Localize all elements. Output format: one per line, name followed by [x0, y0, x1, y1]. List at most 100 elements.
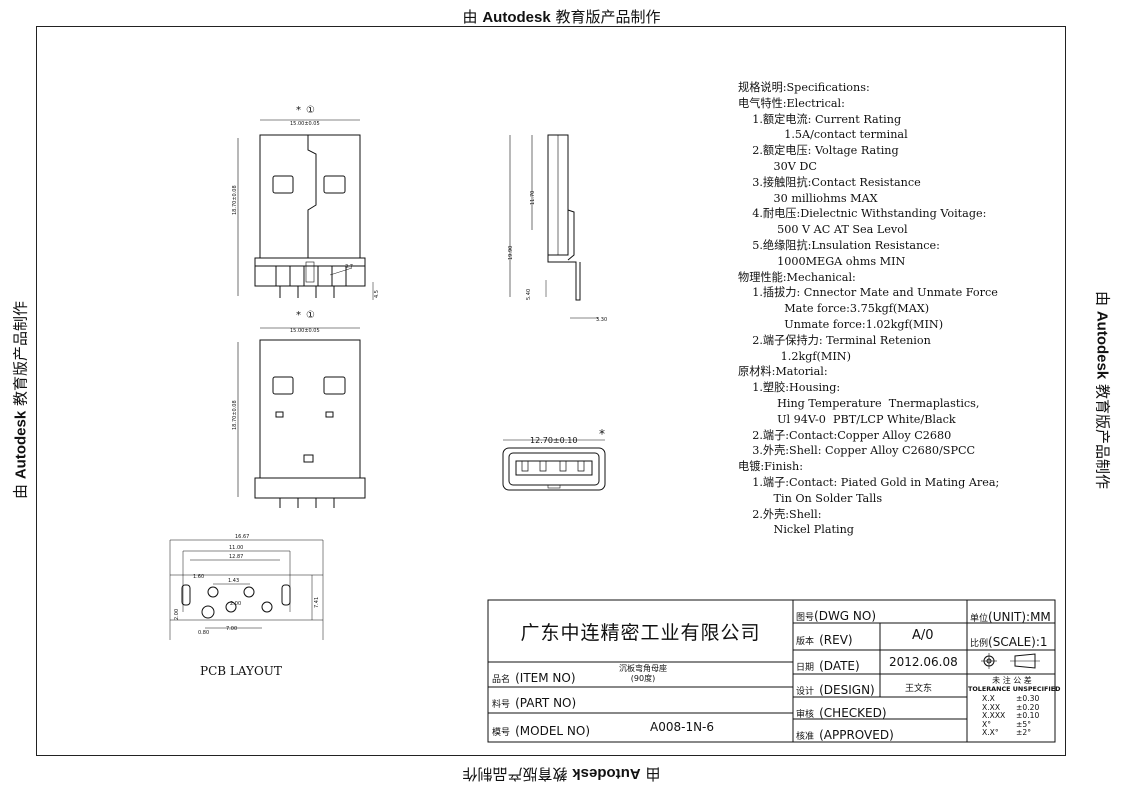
spec-line: Unmate force:1.02kgf(MIN)	[738, 317, 944, 331]
pcb-d1-dim: 11.00	[229, 545, 243, 551]
pcb-small3-dim: 0.80	[198, 630, 209, 636]
pin-dim: 4.5	[374, 290, 380, 298]
tolerance-value: ±0.10	[1016, 711, 1040, 721]
tolerance-format: X.XX	[982, 702, 1001, 712]
spec-line: 规格说明:Specifications:	[738, 81, 870, 94]
spec-line: 2.外壳:Shell:	[738, 507, 822, 521]
title-block-grid	[487, 599, 1056, 743]
tolerance-row: X.XXX±0.10	[982, 712, 1039, 721]
side-view: 19.90 11.70 5.40 3.30	[508, 134, 607, 323]
spec-line: 原材料:Matorial:	[738, 365, 828, 379]
pcb-height-dim: 7.41	[314, 597, 320, 608]
date-value: 2012.06.08	[889, 655, 958, 669]
pcb-small2-dim: 1.60	[193, 574, 204, 580]
side-height-dim: 11.70	[530, 191, 536, 205]
dwg-no-label: 图号(DWG NO)	[796, 609, 877, 623]
tolerance-row: X.X ±0.30	[982, 694, 1040, 704]
spec-line: 物理性能:Mechanical:	[738, 270, 856, 284]
unit-label: 单位(UNIT):MM	[970, 610, 1051, 624]
rev-label: 版本 (REV)	[796, 633, 853, 647]
item-no-value: 沉板弯角母座(90度)	[619, 664, 667, 683]
tolerance-subtitle: TOLERANCE UNSPECIFIED	[968, 685, 1061, 693]
circle-mark-top: ①	[306, 105, 315, 116]
front-height-dim: 18.70±0.08	[232, 400, 238, 430]
design-value: 王文东	[905, 684, 933, 694]
spec-line: 30 milliohms MAX	[738, 191, 878, 205]
drawing-frame	[36, 26, 1066, 756]
end-width-dim: 12.70±0.10	[530, 436, 577, 445]
front-view: * ① 15.00±0.05 18.70±0.08	[232, 310, 366, 508]
scale-label: 比例(SCALE):1	[970, 635, 1048, 649]
asterisk-mark-front: *	[296, 310, 301, 321]
model-no-label: 模号 (MODEL NO)	[492, 724, 591, 738]
spec-line: 1.2kgf(MIN)	[738, 349, 851, 363]
top-height-dim: 18.70±0.08	[232, 185, 238, 215]
asterisk-mark-top: *	[296, 105, 301, 116]
company-name: 广东中连精密工业有限公司	[520, 621, 761, 644]
tolerance-value: ±2°	[1016, 728, 1031, 738]
spec-line: Mate force:3.75kgf(MAX)	[738, 302, 930, 316]
model-no-value: A008-1N-6	[650, 720, 715, 734]
spec-line: 1.塑胶:Housing:	[738, 381, 841, 395]
tolerance-format: X°	[982, 719, 991, 729]
spec-line: 1.端子:Contact: Piated Gold in Mating Area…	[738, 475, 1000, 489]
spec-line: 5.绝缘阻抗:Lnsulation Resistance:	[738, 238, 940, 252]
pcb-d4-dim: 2.00	[230, 601, 241, 607]
spec-line: 1000MEGA ohms MIN	[738, 254, 906, 268]
spec-line: 1.插拔力: Cnnector Mate and Unmate Force	[738, 286, 998, 300]
checked-label: 审核 (CHECKED)	[796, 706, 887, 720]
specifications-text: 规格说明:Specifications:电气特性:Electrical: 1.额…	[738, 80, 999, 538]
side-offset-dim: 3.30	[596, 317, 607, 323]
front-window-right	[323, 376, 346, 395]
date-label: 日期 (DATE)	[796, 659, 860, 673]
side-small-dim: 5.40	[526, 289, 532, 300]
front-window-left	[272, 376, 294, 395]
end-asterisk: *	[599, 427, 605, 441]
pcb-total-dim: 16.67	[235, 534, 249, 540]
item-no-label: 品名 (ITEM NO)	[492, 671, 576, 685]
top-view: * ① 15.00±0.05 18.70±0.08 3.7 4.5	[232, 105, 380, 300]
pcb-d2-dim: 12.87	[229, 554, 243, 560]
circle-mark-front: ①	[306, 310, 315, 321]
pcb-small1-dim: 2.00	[174, 609, 180, 620]
spec-line: 500 V AC AT Sea Levol	[738, 223, 908, 237]
end-view: 12.70±0.10 *	[502, 427, 606, 491]
spec-line: 30V DC	[738, 159, 817, 173]
latch-window-right	[323, 175, 346, 194]
spec-line: Nickel Plating	[738, 523, 854, 537]
watermark-top: 由 Autodesk 教育版产品制作	[462, 8, 661, 26]
spec-line: 2.端子:Contact:Copper Alloy C2680	[738, 428, 952, 442]
part-no-label: 料号 (PART NO)	[492, 696, 577, 710]
pcb-d3-dim: 1.43	[228, 578, 239, 584]
side-total-dim: 19.90	[508, 246, 514, 260]
tolerance-value: ±0.20	[1016, 702, 1040, 712]
tolerance-row: X° ±5°	[982, 719, 1039, 730]
pin-angle-dim: 3.7	[345, 264, 353, 270]
spec-line: 1.5A/contact terminal	[738, 128, 908, 142]
spec-line: 3.接触阻抗:Contact Resistance	[738, 175, 921, 189]
front-width-dim: 15.00±0.05	[290, 328, 320, 334]
pcb-layout: 16.67 11.00 12.87 1.43 2.00 7.00 7.41 2.…	[169, 534, 324, 640]
spec-line: 电气特性:Electrical:	[738, 96, 845, 110]
tolerance-format: X.X	[982, 694, 995, 703]
spec-line: 4.耐电压:Dielectnic Withstanding Voitage:	[738, 207, 987, 221]
latch-window-left	[272, 175, 294, 194]
tolerance-title: 未 注 公 差	[992, 676, 1032, 685]
pcb-layout-label: PCB LAYOUT	[200, 664, 282, 678]
rev-value: A/0	[912, 628, 934, 643]
approved-label: 核准 (APPROVED)	[796, 728, 894, 742]
spec-line: Ul 94V-0 PBT/LCP White/Black	[738, 412, 956, 426]
tolerance-value: ±5°	[1016, 719, 1031, 729]
pcb-d5-dim: 7.00	[226, 626, 237, 632]
spec-line: Tin On Solder Talls	[738, 491, 883, 505]
spec-line: 2.额定电压: Voltage Rating	[738, 144, 899, 158]
spec-line: 2.端子保持力: Terminal Retenion	[738, 333, 931, 347]
tolerance-value: ±0.30	[1016, 694, 1040, 703]
top-width-dim: 15.00±0.05	[290, 121, 320, 127]
spec-line: 3.外壳:Shell: Copper Alloy C2680/SPCC	[738, 444, 976, 458]
tolerance-row: X.XX ±0.20	[982, 702, 1040, 713]
tolerance-format: X.X°	[982, 728, 999, 738]
tolerance-row: X.X° ±2°	[982, 729, 1039, 738]
